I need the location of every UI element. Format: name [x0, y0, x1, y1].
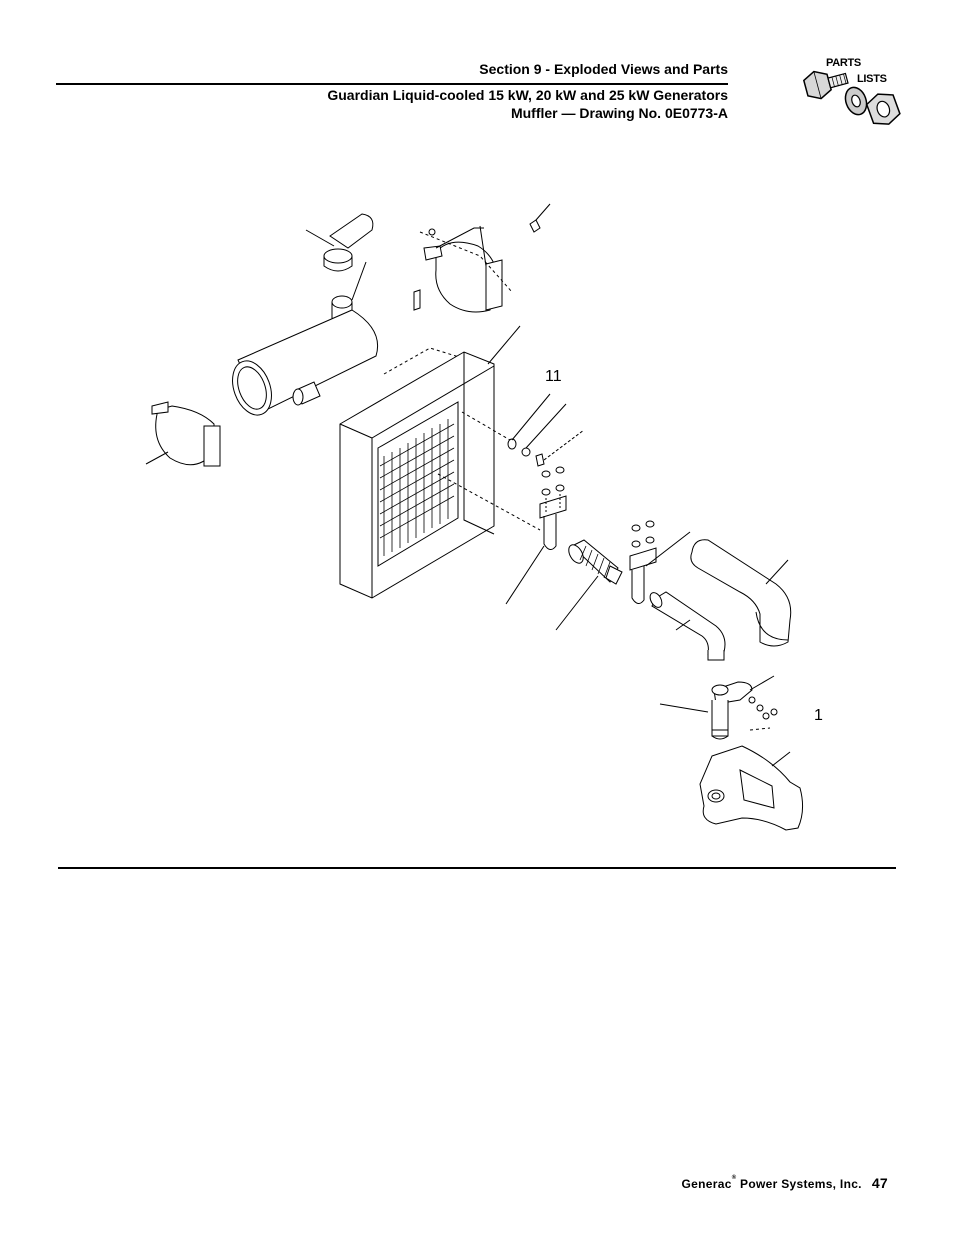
flex-bellows — [555, 539, 623, 631]
drawing-title: Muffler — Drawing No. 0E0773-A — [510, 105, 728, 121]
callout-11: 11 — [545, 368, 562, 385]
screw-top — [529, 203, 551, 233]
exploded-view-drawing — [145, 203, 804, 831]
footer-company-rest: Power Systems, Inc. — [736, 1177, 862, 1191]
clamp-top — [413, 225, 503, 313]
exhaust-elbow — [649, 591, 726, 661]
callout-1: 1 — [814, 707, 823, 724]
u-bolt-clamp-1 — [437, 466, 567, 605]
footer-company: Generac — [681, 1177, 732, 1191]
exhaust-shield — [690, 539, 792, 647]
clamp-left — [145, 401, 221, 467]
section-heading: Section 9 - Exploded Views and Parts — [479, 61, 728, 77]
heat-shield — [339, 325, 521, 599]
header-divider — [56, 83, 728, 85]
rain-cap — [305, 213, 374, 272]
badge-parts-label: PARTS — [826, 57, 861, 69]
page-number: 47 — [871, 1175, 888, 1191]
section-title: Section 9 - Exploded Views and Parts — [479, 60, 728, 78]
generator-title: Guardian Liquid-cooled 15 kW, 20 kW and … — [327, 87, 728, 103]
registered-mark: ® — [731, 1175, 737, 1181]
exhaust-manifold — [699, 727, 804, 831]
badge-lists-label: LISTS — [857, 73, 887, 85]
bolt-washer-nut-icon — [802, 70, 901, 125]
muffler — [232, 261, 378, 416]
flange-pipe — [659, 675, 778, 740]
u-bolt-clamp-2 — [629, 520, 691, 604]
page-footer: Generac® Power Systems, Inc. 47 — [682, 1175, 888, 1191]
bottom-divider — [58, 867, 896, 869]
hardware-stack — [461, 393, 585, 467]
